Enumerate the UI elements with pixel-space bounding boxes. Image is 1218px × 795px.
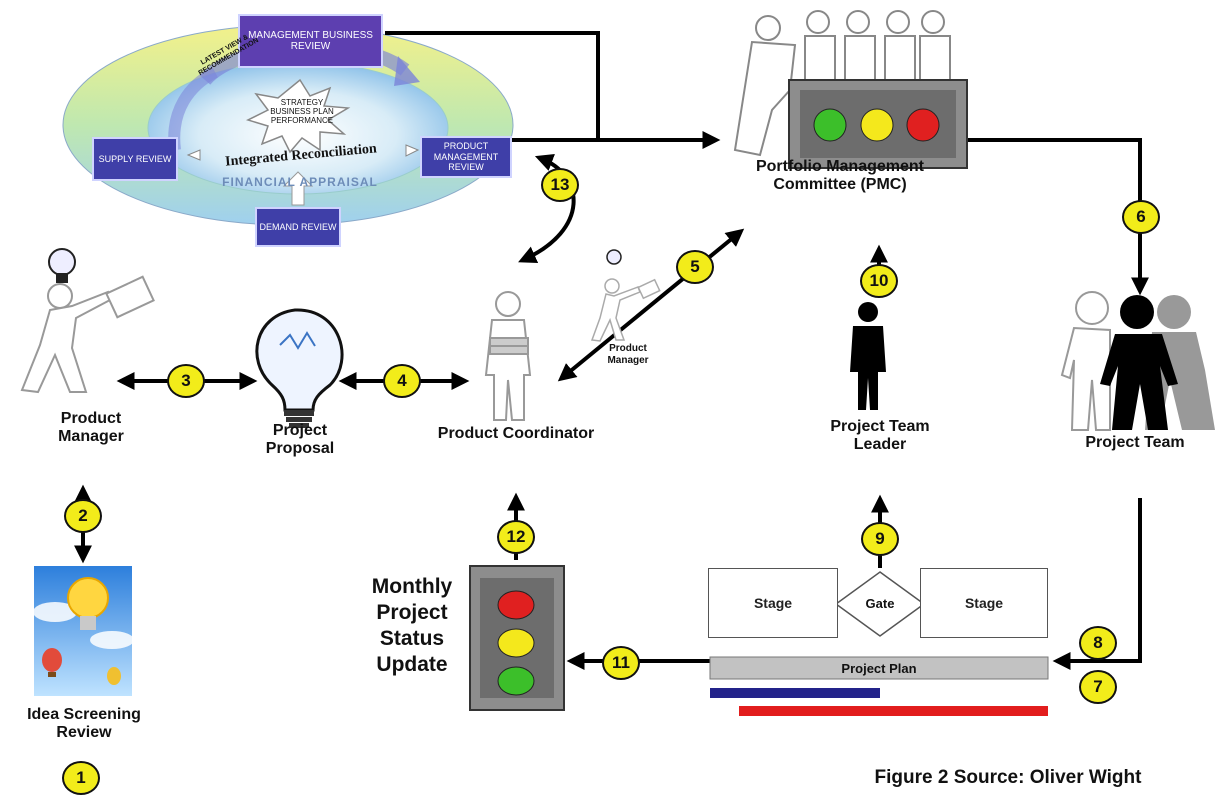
financial-appraisal-label: FINANCIAL APPRAISAL xyxy=(222,175,378,189)
step-7-badge: 7 xyxy=(1079,670,1117,704)
monthly-update-label: Monthly Project Status Update xyxy=(371,575,453,677)
project-team-leader-label: Project Team Leader xyxy=(830,418,930,454)
project-proposal-label: Project Proposal xyxy=(265,422,335,458)
strategy-label: STRATEGY BUSINESS PLAN PERFORMANCE xyxy=(270,98,334,126)
small-product-manager-figure xyxy=(590,249,661,342)
gate-label: Gate xyxy=(865,596,895,611)
idea-screening-image xyxy=(33,566,134,696)
step-1-badge: 1 xyxy=(62,761,100,795)
pmc-committee-graphic xyxy=(733,10,951,157)
step-10-badge: 10 xyxy=(860,264,898,298)
pmc-label: Portfolio Management Committee (PMC) xyxy=(755,158,924,194)
stage-left-box: Stage xyxy=(708,568,838,638)
small-bulb-icon xyxy=(48,248,76,283)
product-coordinator-figure xyxy=(484,291,532,421)
step-2-badge: 2 xyxy=(64,499,102,533)
management-business-review-box: MANAGEMENT BUSINESS REVIEW xyxy=(238,14,383,68)
project-team-label: Project Team xyxy=(1085,434,1185,451)
arrow-pmc-to-team xyxy=(968,138,1149,296)
step-9-badge: 9 xyxy=(861,522,899,556)
step-6-badge: 6 xyxy=(1122,200,1160,234)
monthly-status-traffic-light xyxy=(469,565,565,711)
project-plan-bar xyxy=(709,656,1049,680)
small-product-manager-label: Product Manager xyxy=(607,343,649,366)
project-team-figures xyxy=(1060,291,1215,431)
product-manager-figure xyxy=(20,275,155,394)
arrow-13 xyxy=(518,154,576,264)
project-plan-label: Project Plan xyxy=(841,661,917,676)
plan-blue-bar xyxy=(710,688,880,698)
step-5-badge: 5 xyxy=(676,250,714,284)
step-4-badge: 4 xyxy=(383,364,421,398)
plan-red-bar xyxy=(739,706,1048,716)
stage-right-box: Stage xyxy=(920,568,1048,638)
step-13-badge: 13 xyxy=(541,168,579,202)
project-team-leader-figure xyxy=(850,302,886,410)
source-label: Figure 2 Source: Oliver Wight xyxy=(874,767,1142,788)
idea-screening-label: Idea Screening Review xyxy=(27,706,141,742)
gate-diamond xyxy=(834,571,926,637)
product-manager-label: Product Manager xyxy=(58,410,124,446)
demand-review-box: DEMAND REVIEW xyxy=(255,207,341,247)
project-proposal-bulb-icon xyxy=(255,308,344,428)
step-3-badge: 3 xyxy=(167,364,205,398)
product-management-review-box: PRODUCT MANAGEMENT REVIEW xyxy=(420,136,512,178)
product-coordinator-label: Product Coordinator xyxy=(437,425,595,442)
arrow-team-to-plan xyxy=(1052,498,1142,670)
pmc-traffic-light xyxy=(788,79,968,169)
step-11-badge: 11 xyxy=(602,646,640,680)
step-12-badge: 12 xyxy=(497,520,535,554)
step-8-badge: 8 xyxy=(1079,626,1117,660)
arrow-mbr-to-pmc xyxy=(385,31,600,140)
supply-review-box: SUPPLY REVIEW xyxy=(92,137,178,181)
